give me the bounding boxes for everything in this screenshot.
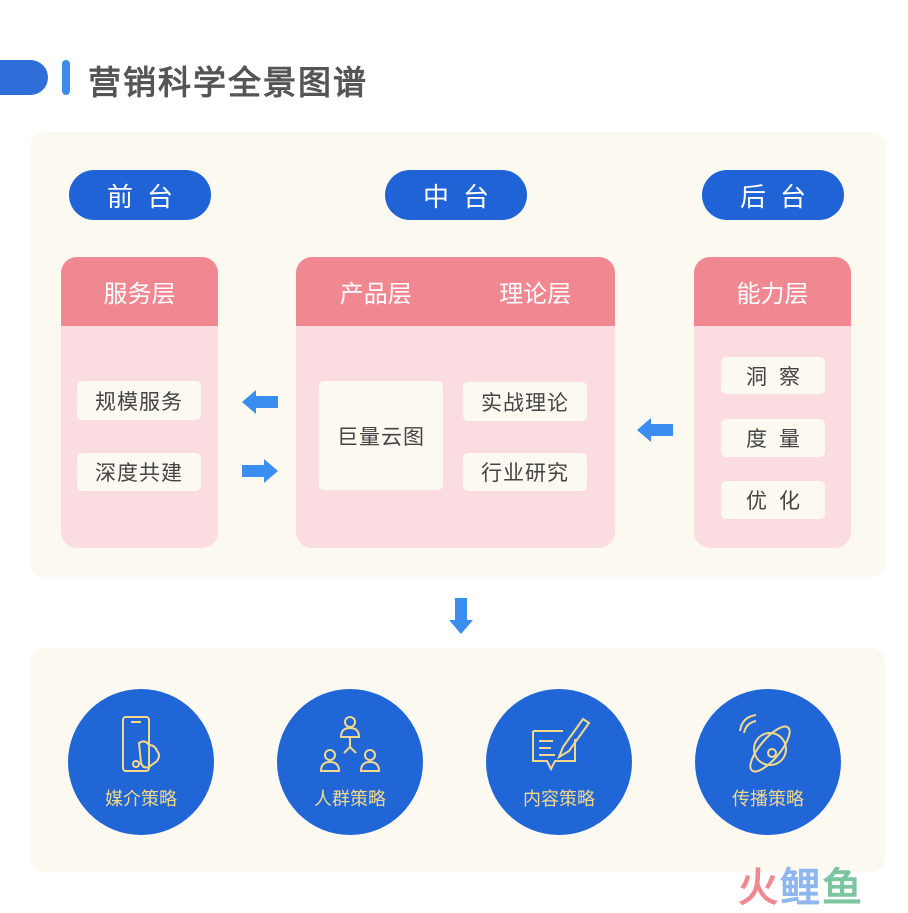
strategy-content: 内容策略 bbox=[486, 689, 632, 835]
item-practical-theory: 实战理论 bbox=[463, 382, 587, 421]
arrow-right-icon bbox=[242, 459, 278, 483]
arrow-left-icon bbox=[242, 390, 278, 414]
strategy-communication: 传播策略 bbox=[695, 689, 841, 835]
strategy-media: 媒介策略 bbox=[68, 689, 214, 835]
people-network-icon bbox=[319, 716, 381, 772]
document-pen-icon bbox=[532, 717, 591, 772]
tier-front: 前台 bbox=[69, 170, 211, 220]
tier-middle: 中台 bbox=[385, 170, 527, 220]
product-layer-label: 产品层 bbox=[339, 280, 412, 308]
strategy-label: 传播策略 bbox=[732, 789, 804, 810]
strategy-label: 内容策略 bbox=[523, 789, 595, 810]
item-industry-research: 行业研究 bbox=[463, 453, 587, 491]
strategy-label: 人群策略 bbox=[314, 789, 386, 810]
title-accent-bar bbox=[62, 60, 70, 95]
arrow-left-icon bbox=[637, 418, 673, 442]
arrow-down-icon bbox=[449, 598, 473, 634]
theory-layer-label: 理论层 bbox=[499, 280, 572, 308]
phone-touch-icon bbox=[122, 716, 160, 772]
item-product: 巨量云图 bbox=[319, 381, 443, 490]
item-scale-service: 规模服务 bbox=[77, 381, 201, 420]
item-co-build: 深度共建 bbox=[77, 453, 201, 491]
item-insight: 洞察 bbox=[721, 357, 825, 394]
card-header: 产品层 理论层 bbox=[296, 257, 615, 326]
planet-signal-icon bbox=[739, 714, 791, 773]
item-optimize: 优化 bbox=[721, 481, 825, 519]
strategy-label: 媒介策略 bbox=[105, 789, 177, 810]
card-header: 能力层 bbox=[694, 257, 851, 326]
tier-back: 后台 bbox=[702, 170, 844, 220]
watermark-logo: 火鲤鱼 bbox=[738, 865, 864, 911]
page-title: 营销科学全景图谱 bbox=[88, 63, 368, 102]
card-header: 服务层 bbox=[61, 257, 218, 326]
item-measure: 度量 bbox=[721, 419, 825, 457]
title-decoration bbox=[0, 60, 48, 95]
strategy-audience: 人群策略 bbox=[277, 689, 423, 835]
